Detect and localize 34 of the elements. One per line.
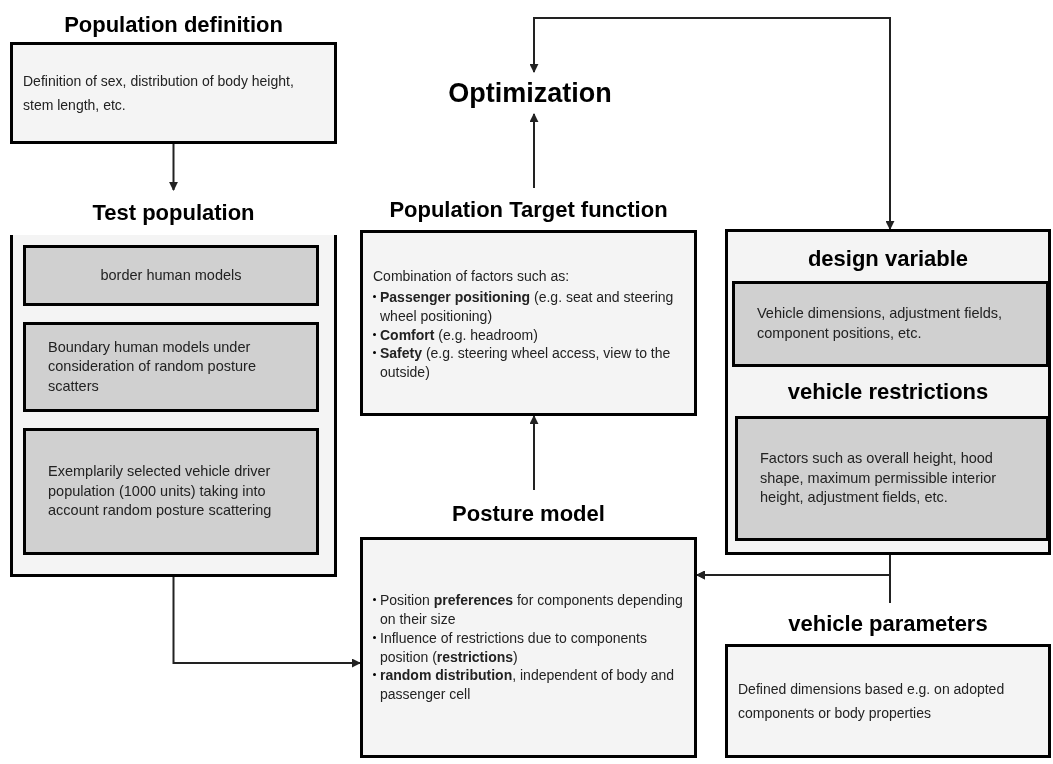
body-text: Influence of restrictions due to components position (restrictions) — [380, 628, 648, 667]
process-box — [23, 245, 319, 306]
body-text: Factors such as overall height, hood shape, maximum permissible interior height, adjustment fields, etc. — [760, 449, 998, 508]
body-text: Safety (e.g. steering wheel access, view to the outside) — [380, 344, 672, 383]
process-box — [23, 428, 319, 555]
arrow — [172, 576, 361, 668]
box-heading: Population Target function — [389, 195, 668, 224]
body-text: Vehicle dimensions, adjustment fields, component positions, etc. — [757, 304, 1004, 343]
arrow — [529, 113, 539, 189]
body-text: Exemplarily selected vehicle driver population (1000 units) taking into account random posture scattering — [48, 462, 273, 521]
body-text: Passenger positioning (e.g. seat and steering wheel positioning) — [380, 287, 675, 326]
arrow — [529, 17, 895, 230]
box-heading: Population definition — [64, 10, 283, 39]
body-text: Position preferences for components depending on their size — [380, 590, 684, 629]
process-box — [23, 322, 319, 412]
body-text: Boundary human models under consideration of random posture scatters — [48, 337, 257, 396]
body-text: Defined dimensions based e.g. on adopted components or body properties — [738, 681, 1005, 721]
body-text: border human models — [100, 265, 242, 285]
box-heading: Test population — [92, 199, 255, 227]
box-heading: vehicle parameters — [788, 610, 988, 638]
group-panel — [725, 229, 1051, 555]
arrow — [169, 143, 178, 191]
process-box — [732, 281, 1049, 367]
process-box — [735, 416, 1049, 541]
stage-label: Optimization — [448, 76, 612, 110]
arrow — [696, 570, 891, 604]
body-text: random distribution, independent of body and passenger cell — [380, 666, 676, 705]
body-text: Definition of sex, distribution of body height, stem length, etc. — [23, 73, 294, 113]
body-text: Combination of factors such as: — [373, 267, 570, 284]
arrow — [529, 415, 539, 491]
body-text: Comfort (e.g. headroom) — [380, 325, 538, 345]
box-heading: Posture model — [452, 500, 605, 528]
box-heading: design variable — [807, 245, 969, 273]
box-heading: vehicle restrictions — [787, 378, 989, 406]
